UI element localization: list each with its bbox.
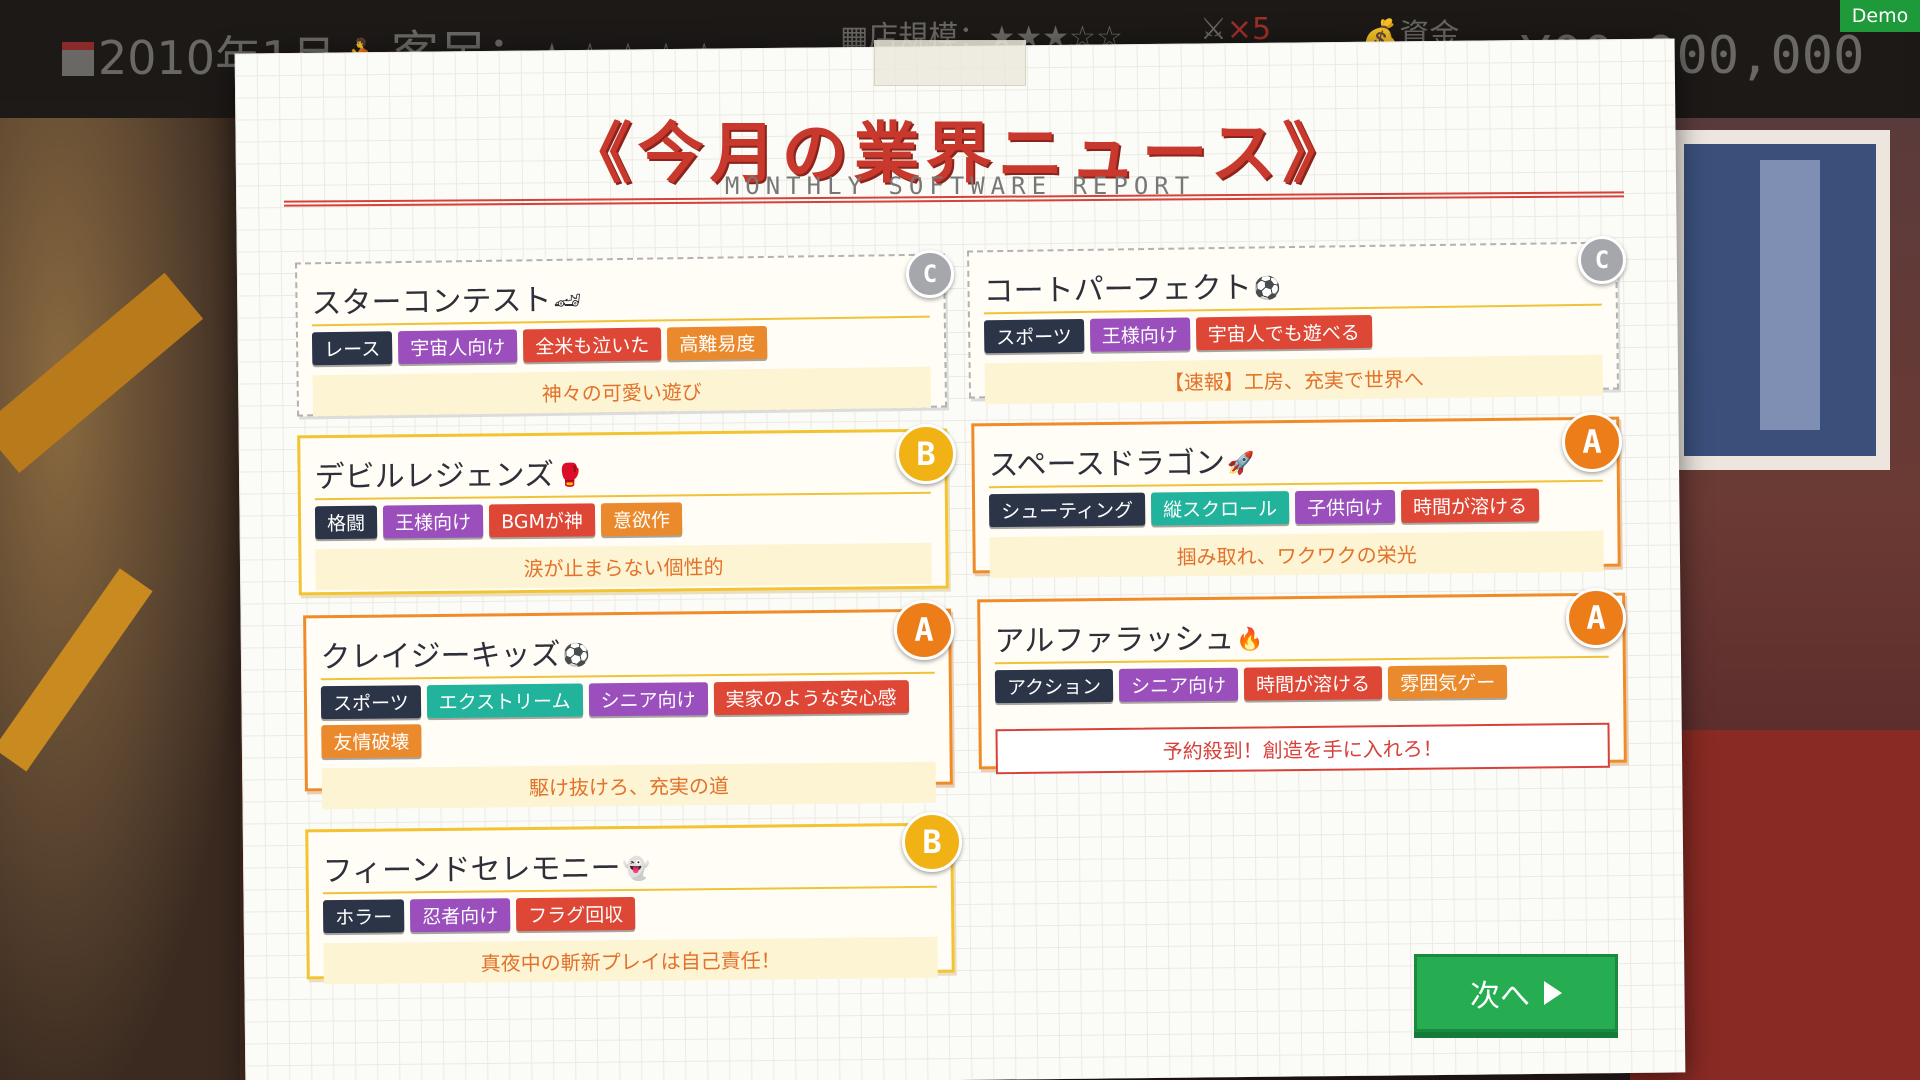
tag-trait: 雰囲気ゲー <box>1387 664 1508 700</box>
rocket-icon: 🚀 <box>1226 451 1255 477</box>
staff-icon: ⚔ <box>1200 12 1227 47</box>
headline-note: 掴み取れ、ワクワクの栄光 <box>989 530 1604 579</box>
tag-genre: アクション <box>994 668 1114 704</box>
headline-note: 【速報】工房、充実で世界へ <box>984 354 1604 405</box>
tape-decoration <box>874 40 1026 86</box>
tag-target: 王様向け <box>1089 317 1191 352</box>
tag-feature: 全米も泣いた <box>522 327 662 363</box>
game-title-text: クレイジーキッズ <box>320 637 561 676</box>
soccer-ball-icon: ⚽ <box>1253 276 1282 302</box>
game-title-text: デビルレジェンズ <box>314 457 555 496</box>
tag-list: レース宇宙人向け全米も泣いた高難易度 <box>311 324 930 366</box>
headline-note: 涙が止まらない個性的 <box>315 542 932 591</box>
game-title-text: スペースドラゴン <box>988 445 1226 484</box>
report-subtitle: MONTHLY SOFTWARE REPORT <box>724 172 1196 200</box>
rank-badge: A <box>894 600 954 660</box>
game-title: スペースドラゴン🚀 <box>988 433 1603 489</box>
demo-badge: Demo <box>1840 0 1920 32</box>
tag-style: 縦スクロール <box>1150 491 1290 526</box>
hud-staff: ⚔×5 <box>1200 12 1271 47</box>
headline-note: 予約殺到！創造を手に入れろ！ <box>995 722 1610 775</box>
tag-feature: フラグ回収 <box>515 896 636 932</box>
tag-genre: ホラー <box>322 899 405 934</box>
headline-note: 神々の可愛い遊び <box>312 366 932 417</box>
rank-badge: B <box>896 424 956 484</box>
next-button-label: 次へ <box>1470 979 1530 1014</box>
rank-badge: A <box>1566 588 1626 648</box>
game-title: アルファラッシュ🔥 <box>994 609 1609 665</box>
tag-trait: 意欲作 <box>600 502 683 537</box>
report-title: 《今月の業界ニュース》 <box>565 115 1355 192</box>
tag-genre: スポーツ <box>983 318 1085 354</box>
tag-target: シニア向け <box>1118 667 1239 702</box>
news-card: スペースドラゴン🚀シューティング縦スクロール子供向け時間が溶ける掴み取れ、ワクワ… <box>971 416 1621 579</box>
tag-trait: 友情破壊 <box>321 724 422 759</box>
tag-feature: 実家のような安心感 <box>713 680 909 716</box>
game-title-text: アルファラッシュ <box>994 621 1235 660</box>
game-title: スターコンテスト🏎 <box>311 269 930 327</box>
tag-list: アクションシニア向け時間が溶ける雰囲気ゲー <box>994 664 1609 704</box>
game-title: デビルレジェンズ🥊 <box>314 445 931 501</box>
tag-feature: BGMが神 <box>488 503 596 538</box>
tag-genre: レース <box>311 331 393 366</box>
news-card: クレイジーキッズ⚽スポーツエクストリームシニア向け実家のような安心感友情破壊駆け… <box>303 608 953 810</box>
rank-badge: C <box>1578 236 1626 284</box>
game-title: フィーンドセレモニー👻 <box>322 839 937 895</box>
game-title-text: スターコンテスト <box>311 282 552 322</box>
rank-badge: A <box>1562 412 1622 472</box>
tag-target: シニア向け <box>588 682 708 717</box>
headline-note: 真夜中の斬新プレイは自己責任！ <box>323 936 938 985</box>
tag-target: 忍者向け <box>409 898 511 933</box>
tag-list: スポーツ王様向け宇宙人でも遊べる <box>983 312 1602 354</box>
fire-icon: 🔥 <box>1236 627 1264 653</box>
tag-target: 宇宙人向け <box>397 329 518 365</box>
tag-genre: 格闘 <box>314 505 378 540</box>
calendar-icon <box>62 42 94 76</box>
news-card: アルファラッシュ🔥アクションシニア向け時間が溶ける雰囲気ゲー予約殺到！創造を手に… <box>977 592 1627 775</box>
soccer-ball-icon: ⚽ <box>562 643 591 669</box>
rank-badge: B <box>902 812 962 872</box>
tag-list: スポーツエクストリームシニア向け実家のような安心感友情破壊 <box>320 680 936 759</box>
boxing-glove-icon: 🥊 <box>555 463 584 489</box>
game-title-text: コートパーフェクト <box>983 270 1252 310</box>
headline-note: 駆け抜けろ、充実の道 <box>321 761 937 810</box>
hud-staff-multiplier: ×5 <box>1226 12 1272 47</box>
tag-target: 子供向け <box>1294 489 1396 525</box>
game-title-text: フィーンドセレモニー <box>322 851 621 890</box>
news-card: コートパーフェクト⚽スポーツ王様向け宇宙人でも遊べる【速報】工房、充実で世界へ <box>966 241 1620 405</box>
tag-genre: シューティング <box>988 492 1146 528</box>
tag-feature: 時間が溶ける <box>1243 666 1383 701</box>
tag-feature: 宇宙人でも遊べる <box>1195 314 1373 351</box>
ghost-icon: 👻 <box>622 856 651 883</box>
tag-list: シューティング縦スクロール子供向け時間が溶ける <box>988 488 1603 528</box>
game-title: クレイジーキッズ⚽ <box>320 625 935 681</box>
play-arrow-icon <box>1544 981 1562 1005</box>
tag-target: 王様向け <box>382 504 484 539</box>
next-button[interactable]: 次へ <box>1414 954 1618 1032</box>
tag-feature: 時間が溶ける <box>1400 488 1540 523</box>
tag-trait: 高難易度 <box>666 325 768 361</box>
game-title: コートパーフェクト⚽ <box>983 257 1602 315</box>
tag-genre: スポーツ <box>320 685 421 720</box>
race-car-icon: 🏎 <box>553 288 582 314</box>
background-window-curtain <box>1760 160 1820 430</box>
news-card: スターコンテスト🏎レース宇宙人向け全米も泣いた高難易度神々の可愛い遊び <box>294 253 948 417</box>
rank-badge: C <box>906 250 954 298</box>
tag-style: エクストリーム <box>426 683 583 719</box>
tag-list: ホラー忍者向けフラグ回収 <box>322 894 937 934</box>
news-card: フィーンドセレモニー👻ホラー忍者向けフラグ回収真夜中の斬新プレイは自己責任！ <box>305 822 955 985</box>
